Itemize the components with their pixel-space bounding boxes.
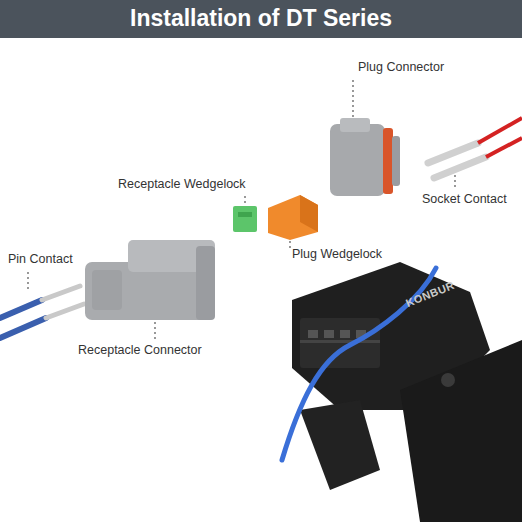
socket-contacts	[428, 118, 522, 178]
part-label: Receptacle Connector	[78, 343, 202, 358]
part-label: Plug Connector	[358, 60, 444, 75]
part-label: Socket Contact	[422, 192, 507, 207]
plug-connector	[330, 118, 400, 196]
plug-wedgelock	[268, 195, 318, 240]
pin-contacts	[0, 286, 84, 338]
part-label: Plug Wedgelock	[292, 247, 382, 262]
part-label: Receptacle Wedgelock	[118, 177, 246, 192]
receptacle-connector	[85, 240, 215, 320]
part-label: Pin Contact	[8, 252, 73, 267]
crimping-tool	[282, 262, 522, 522]
title-text: Installation of DT Series	[130, 5, 392, 33]
receptacle-wedgelock	[233, 206, 257, 232]
